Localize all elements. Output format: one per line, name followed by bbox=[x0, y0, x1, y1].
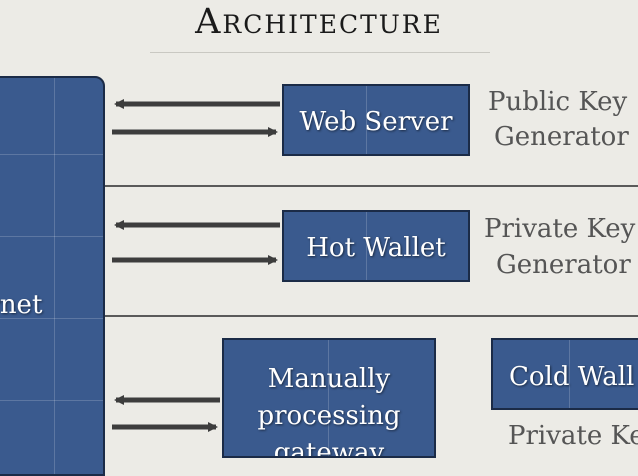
hot-wallet-label: Hot Wallet bbox=[306, 233, 446, 263]
manual-gateway-label-line1: Manually bbox=[267, 364, 391, 394]
internet-label: ernet bbox=[0, 290, 43, 320]
manual-gateway-box: Manually processing gateway bbox=[222, 338, 436, 458]
title-divider bbox=[150, 52, 490, 53]
connection-arrows bbox=[112, 99, 280, 432]
cold-wallet-side-text: Private Ke bbox=[508, 421, 638, 451]
manual-gateway-label-line3: gateway bbox=[273, 438, 385, 458]
web-server-label: Web Server bbox=[299, 107, 453, 137]
web-server-box: Web Server bbox=[282, 84, 470, 156]
page-title: Architecture bbox=[195, 2, 443, 42]
row-divider-2 bbox=[105, 315, 638, 317]
cold-wallet-box: Cold Wall bbox=[491, 338, 638, 410]
hot-wallet-box: Hot Wallet bbox=[282, 210, 470, 282]
row-divider-1 bbox=[105, 185, 638, 187]
hot-wallet-side-text-line1: Private Key bbox=[484, 214, 636, 244]
web-server-side-text-line1: Public Key bbox=[488, 87, 628, 117]
cold-wallet-label: Cold Wall bbox=[509, 362, 635, 392]
manual-gateway-label-line2: processing bbox=[257, 401, 401, 431]
internet-block: ernet bbox=[0, 76, 105, 476]
hot-wallet-side-text-line2: Generator bbox=[496, 250, 631, 280]
web-server-side-text-line2: Generator bbox=[494, 122, 629, 152]
